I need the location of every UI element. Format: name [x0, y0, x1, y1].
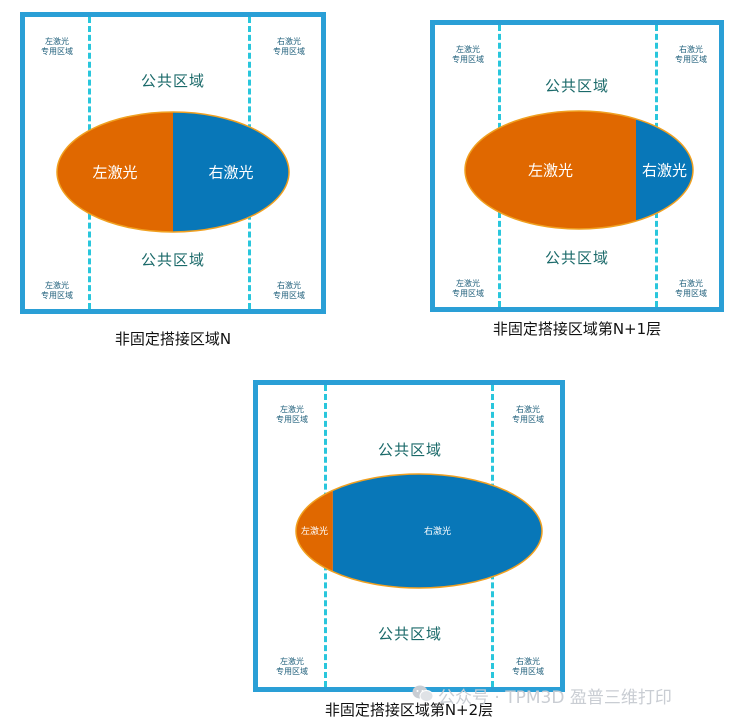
panel-1-common-bottom: 公共区域	[140, 251, 205, 269]
panel-1-right-zone-top: 右激光 专用区域	[273, 37, 305, 56]
watermark: 公众号 · TPM3D 盈普三维打印	[438, 688, 672, 708]
panel-3-right-zone-top: 右激光 专用区域	[512, 405, 544, 424]
panel-2-left-zone-top: 左激光 专用区域	[452, 45, 484, 64]
left-laser-label: 左激光	[301, 525, 328, 537]
panel-1-common-top: 公共区域	[140, 72, 205, 90]
panel-2-caption: 非固定搭接区域第N+1层	[492, 320, 662, 338]
panel-1-frame: 左激光 专用区域 右激光 专用区域 左激光 专用区域 右激光 专用区域 公共区域…	[20, 12, 326, 314]
panel-3-common-top: 公共区域	[377, 441, 442, 459]
panel-3-caption: 非固定搭接区域第N+2层	[324, 701, 494, 719]
wechat-icon	[412, 685, 434, 702]
panel-1-left-zone-bottom: 左激光 专用区域	[41, 281, 73, 300]
right-laser-region	[332, 474, 542, 588]
panel-3-left-zone-top: 左激光 专用区域	[276, 405, 308, 424]
left-laser-label: 左激光	[528, 161, 573, 179]
panel-2-frame: 左激光 专用区域 右激光 专用区域 左激光 专用区域 右激光 专用区域 公共区域…	[430, 20, 724, 312]
panel-1-left-zone-top: 左激光 专用区域	[41, 37, 73, 56]
panel-1-ellipse: 左激光 右激光	[56, 111, 290, 233]
panel-2-common-bottom: 公共区域	[544, 249, 609, 267]
panel-2-right-zone-top: 右激光 专用区域	[675, 45, 707, 64]
panel-3-left-zone-bottom: 左激光 专用区域	[276, 657, 308, 676]
ellipse-outline	[464, 110, 694, 230]
panel-3-ellipse: 左激光 右激光	[295, 473, 543, 589]
ellipse-outline	[295, 473, 543, 589]
panel-2-common-top: 公共区域	[544, 77, 609, 95]
ellipse-outline	[56, 111, 290, 233]
right-laser-label: 右激光	[424, 525, 451, 537]
right-laser-label: 右激光	[642, 161, 687, 179]
panel-2-ellipse: 左激光 右激光	[464, 110, 694, 230]
panel-2-right-zone-bottom: 右激光 专用区域	[675, 279, 707, 298]
panel-1-right-zone-bottom: 右激光 专用区域	[273, 281, 305, 300]
panel-2-left-zone-bottom: 左激光 专用区域	[452, 279, 484, 298]
panel-3-common-bottom: 公共区域	[377, 625, 442, 643]
right-laser-label: 右激光	[208, 163, 253, 181]
panel-3-frame: 左激光 专用区域 右激光 专用区域 左激光 专用区域 右激光 专用区域 公共区域…	[253, 380, 565, 692]
panel-1-caption: 非固定搭接区域N	[114, 330, 232, 348]
left-laser-label: 左激光	[92, 163, 137, 181]
panel-3-right-zone-bottom: 右激光 专用区域	[512, 657, 544, 676]
